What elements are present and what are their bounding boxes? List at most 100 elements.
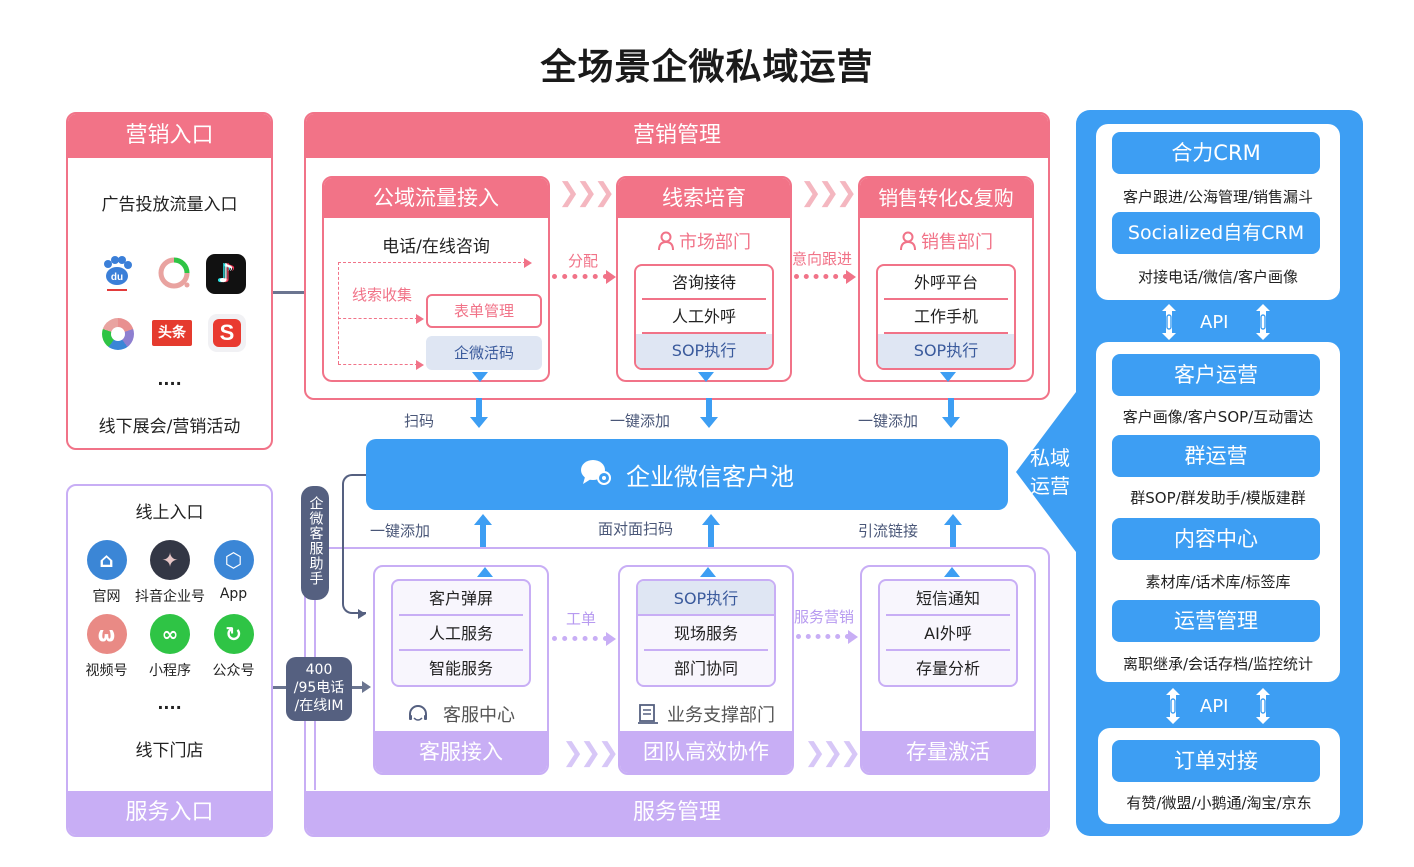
face-to-face-scan-arrow [702, 514, 720, 548]
collect-line-bottom-arrow [416, 360, 424, 370]
douyin-enterprise-icon: ✦ [150, 540, 190, 580]
content-center-button[interactable]: 内容中心 [1112, 518, 1320, 560]
stage3-down-triangle [940, 372, 956, 382]
sales-conversion-stage: 销售转化&复购 销售部门 外呼平台 工作手机 SOP执行 [858, 176, 1034, 382]
group-ops-button[interactable]: 群运营 [1112, 435, 1320, 477]
api-link-icon [1256, 304, 1270, 340]
crm-card: 合力CRM 客户跟进/公海管理/销售漏斗 Socialized自有CRM 对接电… [1096, 124, 1340, 300]
list-item: 智能服务 [428, 659, 493, 678]
chevrons-3: ❯❯❯ [562, 738, 619, 768]
chevrons-4: ❯❯❯ [804, 738, 861, 768]
collect-line-mid [338, 318, 418, 319]
document-icon [637, 703, 659, 730]
service1-up-triangle [477, 567, 493, 577]
api-label-2: API [1200, 696, 1229, 717]
public-traffic-stage: 公域流量接入 电话/在线咨询 线索收集 表单管理 企微活码 [322, 176, 550, 382]
sales-dept-row: 销售部门 [860, 228, 1032, 256]
sales-dept-label: 销售部门 [921, 232, 993, 253]
list-item-sop: SOP执行 [878, 334, 1014, 368]
collect-line-top-arrow [524, 258, 532, 268]
ticket-arrowhead [606, 632, 616, 646]
list-item: AI外呼 [886, 616, 1010, 651]
wecom-live-code-button[interactable]: 企微活码 [426, 336, 542, 370]
more-ellipsis: .... [157, 370, 182, 389]
list-item: 短信通知 [886, 581, 1010, 616]
online-entry-label: 线上入口 [135, 503, 204, 523]
service3-up-triangle [944, 567, 960, 577]
form-management-button[interactable]: 表单管理 [426, 294, 542, 328]
headset-icon [407, 703, 429, 730]
app-icon: ⬡ [213, 540, 254, 580]
list-item: 现场服务 [644, 616, 768, 651]
customer-ops-features: 客户画像/客户SOP/互动雷达 [1122, 408, 1314, 426]
app-entry: ⬡ App [205, 540, 262, 606]
lead-nurture-stage: 线索培育 市场部门 咨询接待 人工外呼 SOP执行 [616, 176, 792, 382]
lead-collection-label: 线索收集 [352, 286, 413, 304]
intent-follow-label: 意向跟进 [792, 250, 853, 268]
sohu-icon: S [208, 314, 246, 352]
phone-online-consult-label: 电话/在线咨询 [382, 237, 490, 257]
socialized-crm-button[interactable]: Socialized自有CRM [1112, 212, 1320, 254]
aperture-icon [102, 318, 134, 350]
collect-line-vertical [338, 262, 339, 364]
ad-traffic-entry-label: 广告投放流量入口 [101, 195, 238, 215]
one-click-add-up-arrow [474, 514, 492, 548]
marketing-dept-label: 市场部门 [679, 232, 751, 253]
stock-activation-list: 短信通知 AI外呼 存量分析 [878, 579, 1018, 687]
support-dept-row: 业务支撑部门 [620, 701, 792, 730]
api-link-row-2: API [1164, 688, 1284, 726]
api-link-icon [1256, 688, 1270, 724]
service-marketing-arrowhead [848, 630, 858, 644]
service-center-label: 客服中心 [443, 705, 515, 726]
one-click-add-up-label: 一键添加 [370, 522, 431, 540]
scan-code-arrow [470, 398, 488, 428]
douyin-icon: ♪ [206, 254, 246, 294]
follow-arrow-line [794, 274, 848, 279]
service-access-footer: 客服接入 [375, 731, 547, 773]
one-click-add-label-2: 一键添加 [858, 412, 919, 430]
pool-label: 企业微信客户池 [626, 463, 794, 491]
service-icons-grid: ⌂ 官网 ✦ 抖音企业号 ⬡ App ω 视频号 ∞ 小程序 ↻ 公众号 [78, 540, 262, 680]
marketing-entry-panel: 营销入口 广告投放流量入口 du ♪ 头条 S .... 线下展会/营销活动 [66, 112, 273, 450]
customer-service-stage: 客户弹屏 人工服务 智能服务 客服中心 客服接入 [373, 565, 549, 775]
svg-text:du: du [111, 272, 123, 283]
baidu-icon: du [100, 254, 134, 294]
mini-program-icon: ∞ [150, 614, 190, 654]
service-mgmt-footer: 服务管理 [306, 791, 1048, 835]
one-click-add-arrow-2 [942, 398, 960, 428]
team-collaboration-stage: SOP执行 现场服务 部门协同 业务支撑部门 团队高效协作 [618, 565, 794, 775]
order-integration-button[interactable]: 订单对接 [1112, 740, 1320, 782]
list-item: 咨询接待 [642, 266, 766, 300]
service2-up-triangle [700, 567, 716, 577]
public-traffic-header: 公域流量接入 [324, 178, 548, 218]
api-link-row-1: API [1160, 304, 1280, 342]
service-marketing-arrow-line [796, 634, 850, 639]
api-label-1: API [1200, 312, 1229, 333]
follow-arrowhead [846, 270, 856, 284]
customer-ops-button[interactable]: 客户运营 [1112, 354, 1320, 396]
ticket-arrow-line [552, 636, 608, 641]
list-item-sop: SOP执行 [636, 334, 772, 368]
assistant-connector [342, 474, 366, 614]
order-card: 订单对接 有赞/微盟/小鹅通/淘宝/京东 [1098, 728, 1340, 824]
entry-to-marketing-connector [273, 291, 317, 294]
person-icon [899, 231, 917, 256]
person-icon [657, 231, 675, 256]
ops-management-button[interactable]: 运营管理 [1112, 600, 1320, 642]
holly-crm-button[interactable]: 合力CRM [1112, 132, 1320, 174]
service-marketing-label: 服务营销 [794, 608, 855, 626]
ticket-label: 工单 [566, 610, 597, 628]
douyin-enterprise-entry: ✦ 抖音企业号 [135, 540, 205, 606]
offline-events-label: 线下展会/营销活动 [98, 417, 241, 437]
private-ops-label: 私域 运营 [1030, 446, 1070, 498]
page-title: 全场景企微私域运营 [540, 47, 874, 88]
chevrons-1: ❯❯❯ [558, 178, 615, 208]
channels-entry: ω 视频号 [78, 614, 135, 680]
one-click-add-arrow-1 [700, 398, 718, 428]
team-collaboration-footer: 团队高效协作 [620, 731, 792, 773]
list-item: 存量分析 [915, 659, 980, 678]
lead-nurture-header: 线索培育 [618, 178, 790, 218]
assistant-connector-arrowhead [358, 609, 366, 619]
list-item: 人工外呼 [642, 300, 766, 334]
service-entry-footer: 服务入口 [68, 791, 271, 835]
